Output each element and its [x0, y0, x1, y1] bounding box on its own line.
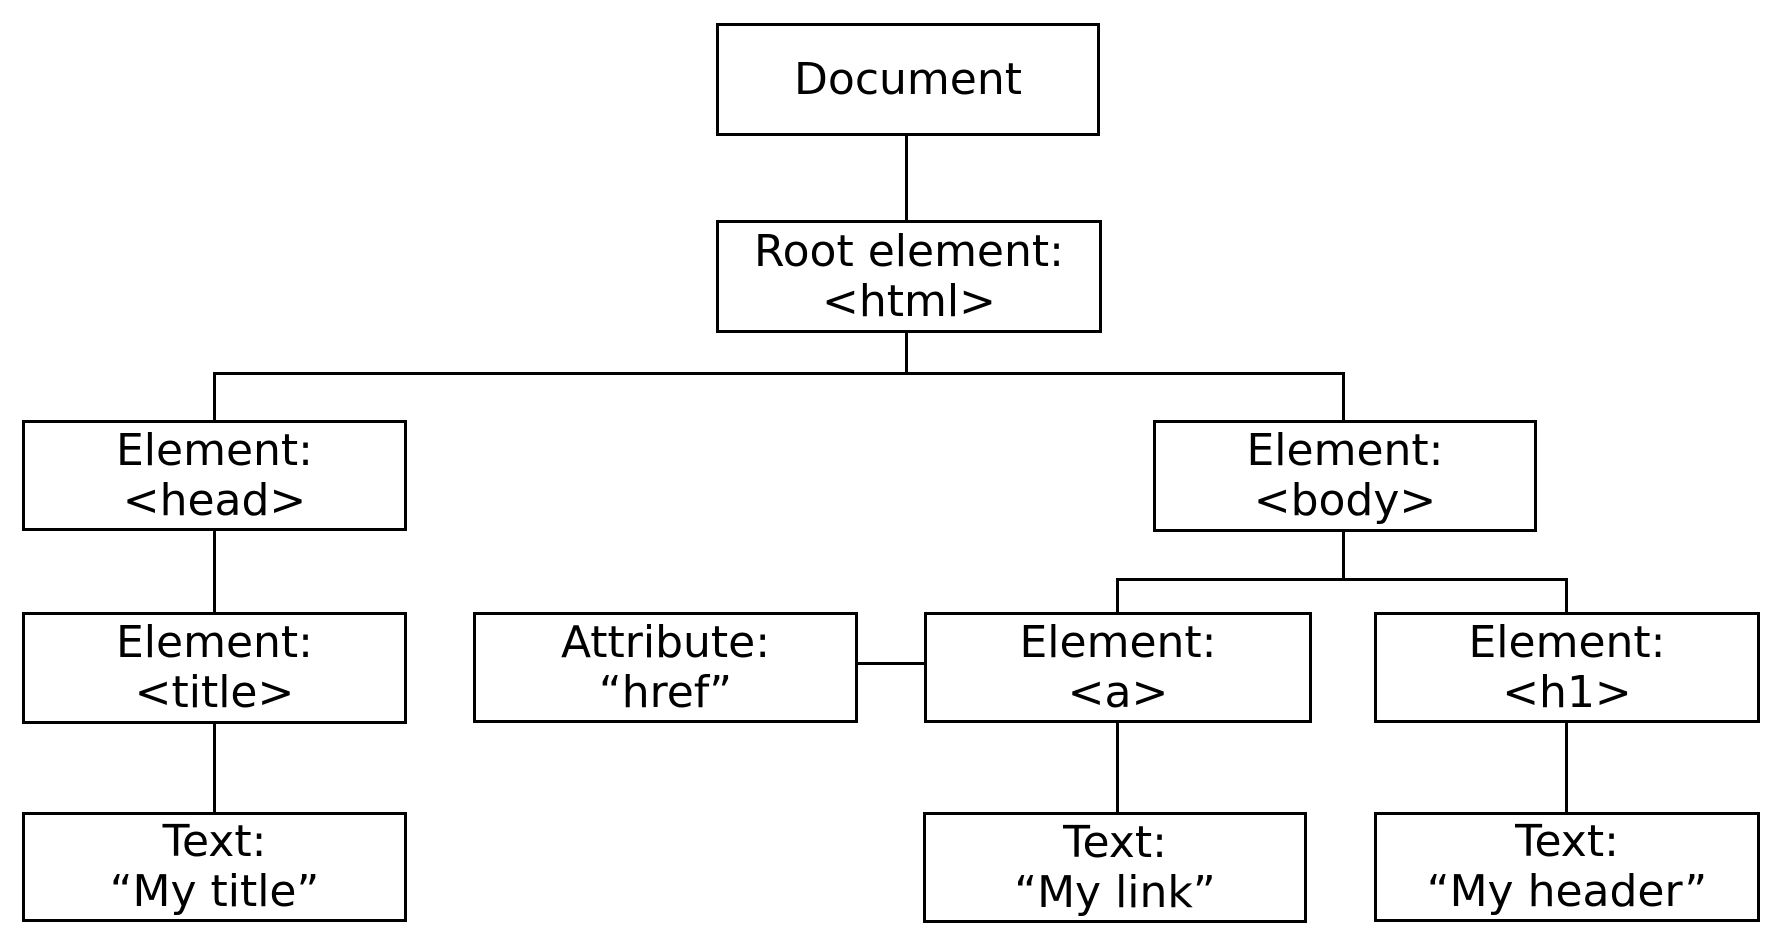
connector-a-text	[1116, 721, 1119, 812]
connector-branch-h1	[1565, 578, 1568, 612]
connector-h1-text	[1565, 721, 1568, 812]
node-html-label-line2: <html>	[822, 275, 996, 327]
node-title-label-line2: <title>	[134, 667, 295, 718]
node-text-link-label-line2: “My link”	[1014, 866, 1216, 918]
branch-line-html-children	[213, 372, 1345, 375]
node-attribute-href: Attribute: “href”	[473, 612, 858, 723]
connector-attribute-a	[855, 662, 927, 665]
node-element-body: Element: <body>	[1153, 420, 1537, 532]
node-html-label-line1: Root element:	[754, 225, 1064, 277]
node-attr-label-line1: Attribute:	[560, 616, 771, 668]
node-title-label-line1: Element:	[116, 617, 313, 668]
connector-head-title	[213, 529, 216, 612]
connector-body-branch	[1342, 530, 1345, 581]
node-document-label: Document	[794, 53, 1022, 105]
connector-title-text	[213, 722, 216, 812]
node-a-label-line1: Element:	[1019, 616, 1217, 668]
node-element-title: Element: <title>	[22, 612, 407, 724]
node-text-title-label-line2: “My title”	[109, 866, 320, 917]
node-text-title-label-line1: Text:	[162, 816, 267, 867]
node-h1-label-line1: Element:	[1468, 616, 1666, 668]
branch-line-body-children	[1116, 578, 1568, 581]
node-root-element-html: Root element: <html>	[716, 220, 1102, 333]
node-element-a: Element: <a>	[924, 612, 1312, 723]
node-element-h1: Element: <h1>	[1374, 612, 1760, 723]
node-text-my-title: Text: “My title”	[22, 812, 407, 922]
connector-document-html	[905, 136, 908, 220]
connector-branch-head	[213, 372, 216, 420]
connector-branch-body	[1342, 372, 1345, 420]
node-a-label-line2: <a>	[1067, 666, 1169, 718]
node-document: Document	[716, 23, 1100, 136]
node-h1-label-line2: <h1>	[1502, 666, 1632, 718]
node-text-my-link: Text: “My link”	[923, 812, 1307, 923]
node-attr-label-line2: “href”	[598, 666, 733, 718]
node-head-label-line2: <head>	[122, 474, 307, 526]
node-element-head: Element: <head>	[22, 420, 407, 531]
node-head-label-line1: Element:	[116, 424, 313, 476]
node-text-header-label-line1: Text:	[1515, 816, 1619, 867]
node-text-link-label-line1: Text:	[1063, 816, 1167, 868]
connector-html-branch	[905, 333, 908, 374]
node-text-header-label-line2: “My header”	[1426, 866, 1708, 917]
connector-branch-a	[1116, 578, 1119, 612]
node-body-label-line2: <body>	[1253, 475, 1437, 526]
node-body-label-line1: Element:	[1246, 425, 1444, 476]
node-text-my-header: Text: “My header”	[1374, 812, 1760, 922]
